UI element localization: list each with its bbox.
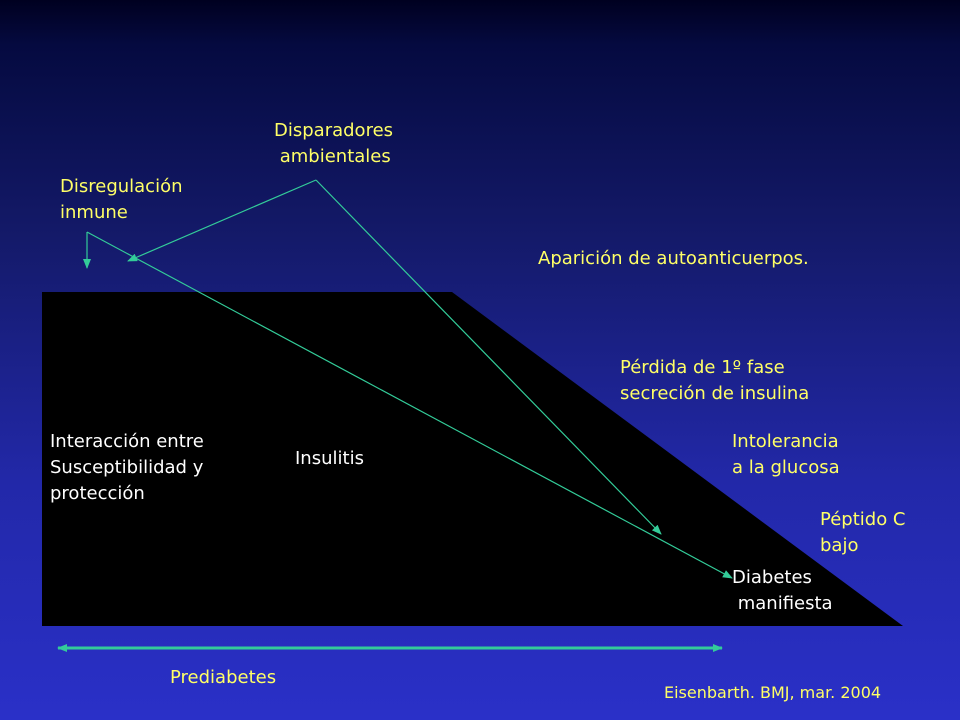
label-perdida-primera-fase: Pérdida de 1º fase secreción de insulina (620, 357, 810, 404)
arrow-disparadores-to-disregulacion (127, 179, 317, 262)
label-interaccion-susceptibilidad: Interacción entre Susceptibilidad y prot… (50, 431, 204, 504)
label-insulitis: Insulitis (295, 448, 364, 469)
citation: Eisenbarth. BMJ, mar. 2004 (664, 683, 882, 702)
label-aparicion-autoanticuerpos: Aparición de autoanticuerpos. (538, 248, 809, 269)
disease-progression-shape (42, 292, 903, 626)
label-disparadores-ambientales: Disparadores ambientales (274, 120, 394, 167)
label-intolerancia-glucosa: Intolerancia a la glucosa (732, 431, 840, 478)
arrow-disregulacion-to-diabetes (86, 231, 733, 579)
label-disregulacion-inmune: Disregulación inmune (60, 176, 183, 223)
arrow-disparadores-to-diabetes (315, 179, 662, 535)
label-prediabetes: Prediabetes (170, 667, 277, 688)
label-diabetes-manifiesta: Diabetes manifiesta (732, 567, 833, 614)
label-peptido-c-bajo: Péptido C bajo (820, 509, 906, 556)
